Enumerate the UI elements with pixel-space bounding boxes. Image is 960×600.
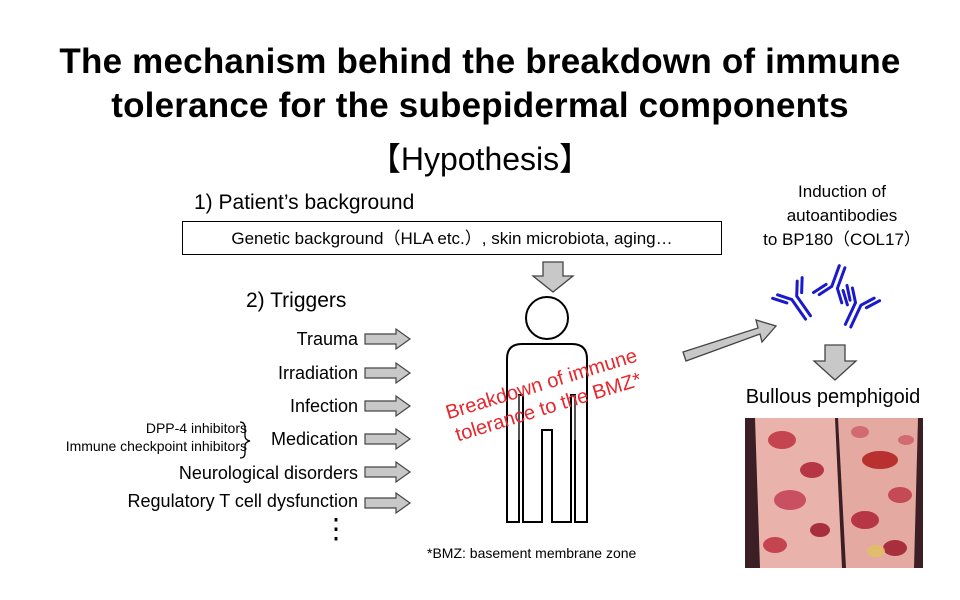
diagram-title: The mechanism behind the breakdown of im…	[0, 40, 960, 128]
induction-label: Induction of autoantibodies to BP180（COL…	[742, 180, 942, 252]
medication-example-checkpoint: Immune checkpoint inhibitors	[65, 438, 247, 454]
trigger-arrow-infection	[364, 394, 412, 418]
induction-line-2: autoantibodies	[786, 206, 898, 225]
trigger-arrow-irradiation	[364, 361, 412, 385]
trigger-medication: Medication	[270, 429, 358, 449]
antibody-icons	[771, 264, 882, 329]
title-line-1: The mechanism behind the breakdown of im…	[59, 42, 901, 81]
induction-line-1: Induction of	[798, 182, 886, 201]
trigger-arrow-neurological	[364, 460, 412, 484]
induction-line-3: to BP180（COL17）	[763, 230, 921, 249]
background-box: Genetic background（HLA etc.）, skin micro…	[182, 221, 722, 255]
outcome-label: Bullous pemphigoid	[745, 386, 921, 408]
triggers-heading: 2) Triggers	[246, 289, 347, 312]
hypothesis-label: 【Hypothesis】	[368, 141, 592, 177]
trigger-neurological-disorders: Neurological disorders	[178, 463, 358, 483]
medication-example-dpp4: DPP-4 inhibitors	[145, 420, 247, 436]
trigger-arrow-medication	[364, 427, 412, 451]
trigger-arrows	[364, 327, 412, 515]
bullous-pemphigoid-photo	[745, 418, 923, 568]
medication-bracket	[239, 421, 251, 459]
background-down-arrow	[531, 261, 575, 293]
antibody-2	[771, 276, 812, 321]
title-line-2: tolerance for the subepidermal component…	[111, 86, 849, 125]
trigger-infection: Infection	[289, 396, 358, 416]
trigger-arrow-regulatory	[364, 491, 412, 515]
human-figure	[506, 296, 588, 523]
trigger-arrow-trauma	[364, 327, 412, 351]
bmz-footnote: *BMZ: basement membrane zone	[427, 545, 637, 561]
trigger-trauma: Trauma	[296, 329, 358, 349]
figure-inner-lines	[518, 395, 576, 440]
trigger-regulatory-t-cell: Regulatory T cell dysfunction	[127, 491, 358, 511]
background-heading: 1) Patient’s background	[194, 191, 415, 214]
antibody-1	[812, 264, 849, 307]
outcome-down-arrow	[812, 344, 858, 381]
trigger-irradiation: Irradiation	[277, 363, 358, 383]
antibody-3	[843, 283, 882, 329]
antibody-arrow	[682, 319, 778, 362]
